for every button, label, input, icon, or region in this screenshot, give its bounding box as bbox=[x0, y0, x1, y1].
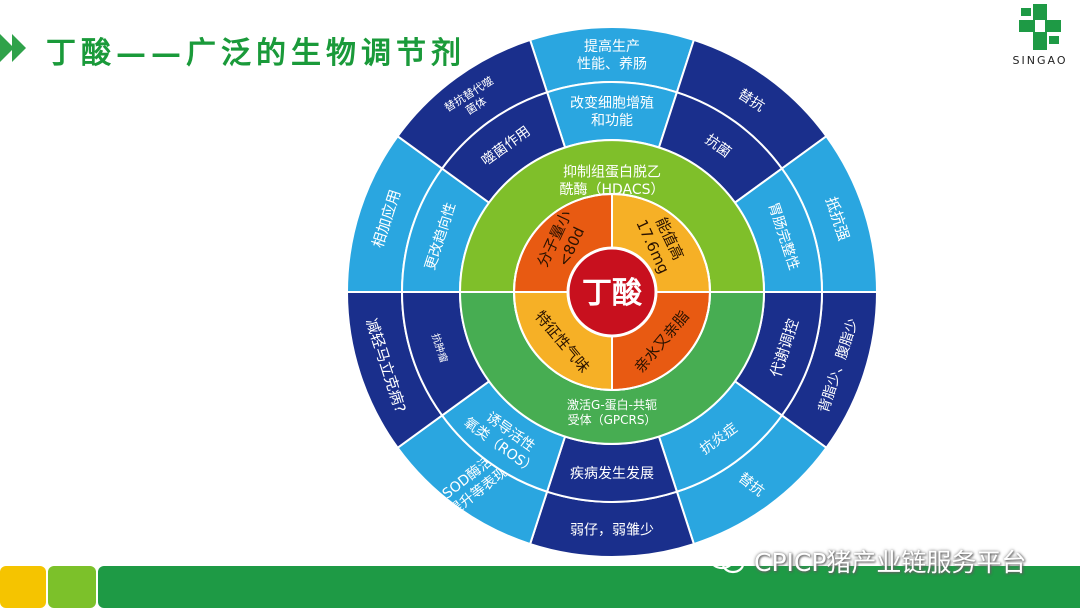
inner-segment-label: 疾病发生发展 bbox=[570, 466, 654, 482]
mid-segment-label: 激活G-蛋白-共轭受体（GPCRS） bbox=[567, 397, 657, 427]
core-outline bbox=[513, 193, 711, 391]
center-label: 丁酸 bbox=[582, 276, 643, 311]
watermark: CPICP猪产业链服务平台 bbox=[708, 543, 1026, 579]
mid-ring: 抑制组蛋白脱乙酰酶（HDACS） 激活G-蛋白-共轭受体（GPCRS） bbox=[458, 139, 766, 445]
watermark-text: CPICP猪产业链服务平台 bbox=[754, 548, 1027, 577]
slide-title: 丁酸——广泛的生物调节剂 bbox=[46, 36, 466, 71]
inner-ring: 改变细胞增殖和功能抗菌胃肠完整性代谢调控抗炎症疾病发生发展诱导活性氧类（ROS）… bbox=[400, 81, 824, 503]
footer-yellow-block bbox=[0, 566, 46, 608]
outer-segment-label: 弱仔，弱雏少 bbox=[570, 523, 654, 539]
title-arrow-icon bbox=[0, 34, 26, 62]
wechat-icon bbox=[708, 546, 745, 574]
logo-text: SINGAO bbox=[1012, 54, 1068, 67]
mid-segment-label: 抑制组蛋白脱乙酰酶（HDACS） bbox=[559, 164, 664, 198]
slide-title-bar: 丁酸——广泛的生物调节剂 bbox=[0, 22, 560, 72]
singao-logo-icon bbox=[1019, 4, 1061, 50]
inner-segment-label: 改变细胞增殖和功能 bbox=[570, 94, 654, 129]
outer-segment-label: 提高生产性能、养肠 bbox=[577, 38, 647, 73]
footer-lightgreen-block bbox=[48, 566, 96, 608]
center-circle: 丁酸 bbox=[566, 246, 658, 338]
singao-logo: SINGAO bbox=[1005, 2, 1075, 72]
outer-ring: 提高生产性能、养肠替抗抵抗强背脂少、腹脂少替抗弱仔，弱雏少SOD酶活提升等表现减… bbox=[345, 26, 879, 558]
footer-green-bar bbox=[98, 566, 1080, 608]
